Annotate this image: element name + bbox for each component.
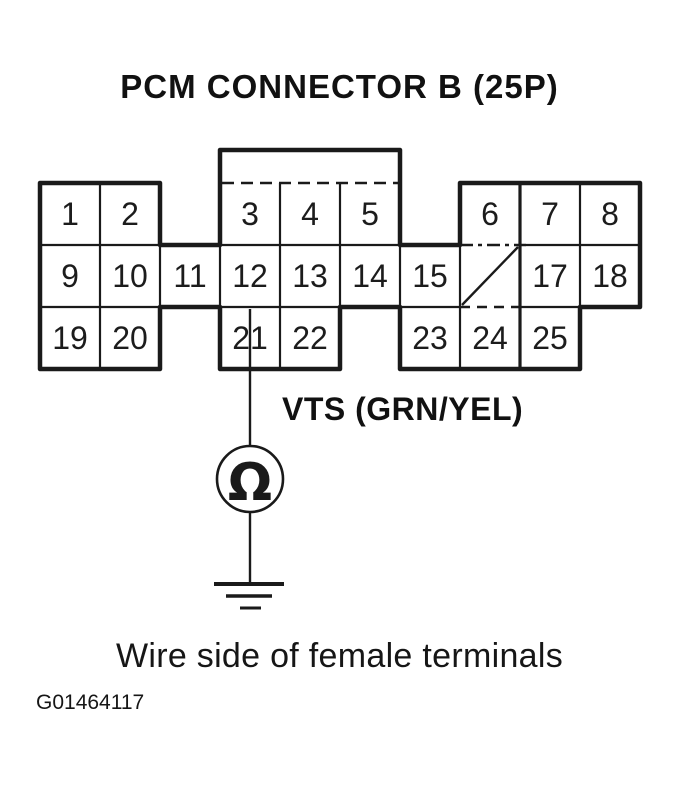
missing-pin-slash <box>461 246 519 306</box>
pin-number: 1 <box>61 196 79 232</box>
pin-number: 20 <box>112 320 148 356</box>
pin-number: 2 <box>121 196 139 232</box>
pin-number: 13 <box>292 258 328 294</box>
pin-number: 5 <box>361 196 379 232</box>
diagram-caption: Wire side of female terminals <box>115 637 564 675</box>
pin-number: 12 <box>232 258 268 294</box>
pin-number: 9 <box>61 258 79 294</box>
pin-number: 8 <box>601 196 619 232</box>
pin-number: 22 <box>292 320 328 356</box>
pin-number: 15 <box>412 258 448 294</box>
wire-color-label: VTS (GRN/YEL) <box>282 391 524 427</box>
pin-number: 23 <box>412 320 448 356</box>
pin-number: 3 <box>241 196 259 232</box>
pin-number: 4 <box>301 196 319 232</box>
pin-number: 24 <box>472 320 508 356</box>
pin-number: 19 <box>52 320 88 356</box>
ground-icon <box>214 582 284 610</box>
pin-number: 14 <box>352 258 388 294</box>
pin-number: 10 <box>112 258 148 294</box>
figure-id: G01464117 <box>36 691 145 714</box>
pin-number: 11 <box>173 258 206 294</box>
pin-number: 7 <box>541 196 559 232</box>
pin-number: 17 <box>532 258 568 294</box>
diagram-title: PCM CONNECTOR B (25P) <box>120 68 559 105</box>
omega-symbol: Ω <box>228 453 272 513</box>
grid-lines <box>40 183 640 369</box>
pin-number: 18 <box>592 258 628 294</box>
pin-number: 25 <box>532 320 568 356</box>
pin-number: 6 <box>481 196 499 232</box>
